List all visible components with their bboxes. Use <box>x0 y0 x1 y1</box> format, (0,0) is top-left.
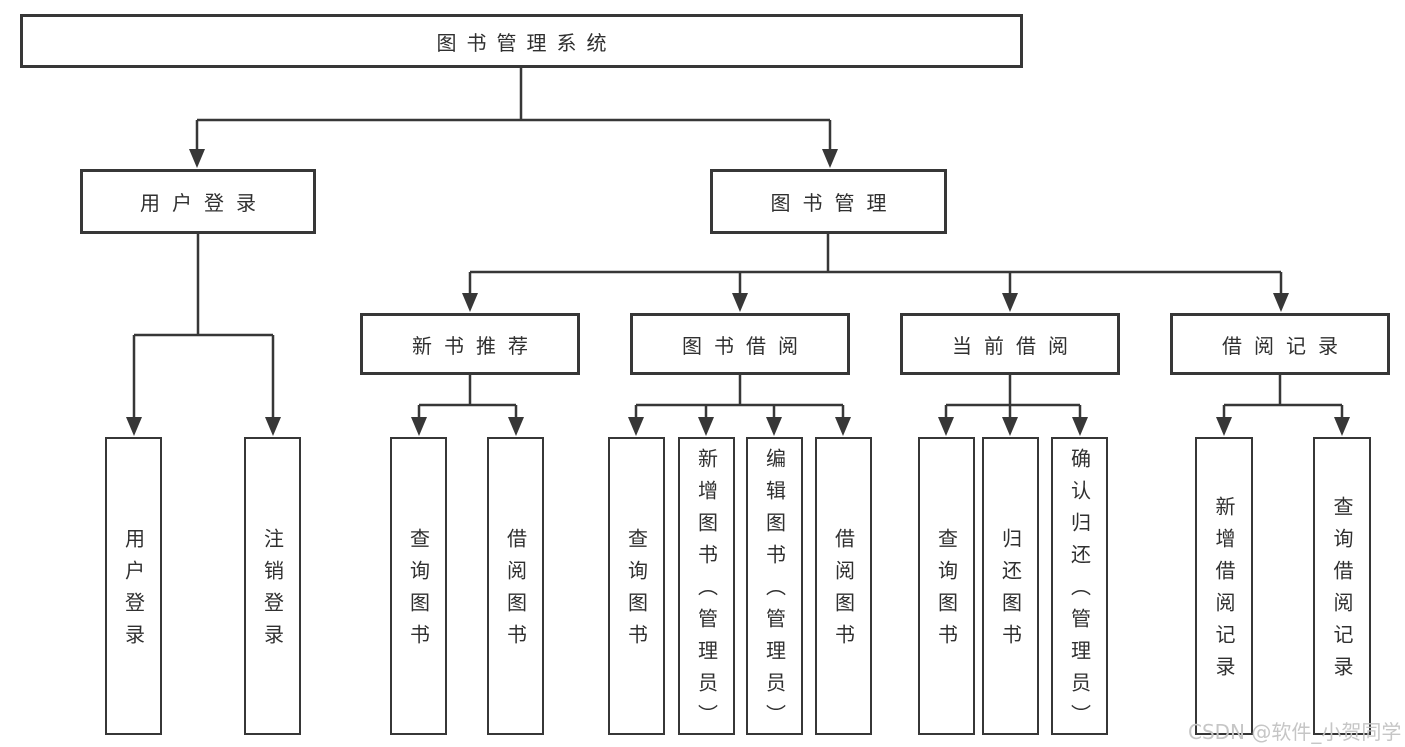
leaf-logout: 注销登录 <box>244 437 301 735</box>
node-book-management-label: 图书管理 <box>770 191 899 215</box>
csdn-watermark: CSDN @软件_小贺同学 <box>1188 720 1402 744</box>
node-borrow-record: 借阅记录 <box>1170 313 1390 375</box>
leaf-edit-book-admin-label: 编辑图书（管理员） <box>762 448 787 736</box>
leaf-logout-label: 注销登录 <box>260 528 285 656</box>
leaf-query-borrow-record-label: 查询借阅记录 <box>1330 496 1354 688</box>
leaf-user-login: 用户登录 <box>105 437 162 735</box>
leaf-query-book-2: 查询图书 <box>608 437 665 735</box>
leaf-query-book-3-label: 查询图书 <box>934 528 959 656</box>
node-new-book-recommend: 新书推荐 <box>360 313 580 375</box>
leaf-borrow-book-2: 借阅图书 <box>815 437 872 735</box>
leaf-query-book-2-label: 查询图书 <box>624 528 649 656</box>
node-borrow-record-label: 借阅记录 <box>1222 333 1350 358</box>
leaf-query-book-3: 查询图书 <box>918 437 975 735</box>
leaf-edit-book-admin: 编辑图书（管理员） <box>746 437 803 736</box>
leaf-return-book: 归还图书 <box>982 437 1039 735</box>
node-user-login-label: 用户登录 <box>140 191 268 215</box>
node-book-borrow-label: 图书借阅 <box>682 333 810 358</box>
leaf-add-book-admin: 新增图书（管理员） <box>678 437 735 736</box>
leaf-confirm-return-admin: 确认归还（管理员） <box>1051 437 1108 736</box>
node-current-borrow-label: 当前借阅 <box>952 333 1080 358</box>
node-root-label: 图书管理系统 <box>436 30 617 55</box>
leaf-borrow-book-1: 借阅图书 <box>487 437 544 735</box>
node-book-borrow: 图书借阅 <box>630 313 850 375</box>
leaf-borrow-book-1-label: 借阅图书 <box>503 528 528 656</box>
leaf-add-book-admin-label: 新增图书（管理员） <box>694 448 719 736</box>
node-root-system: 图书管理系统 <box>20 14 1023 68</box>
node-user-login: 用户登录 <box>80 169 316 234</box>
leaf-query-book-1-label: 查询图书 <box>406 528 431 656</box>
node-new-book-recommend-label: 新书推荐 <box>412 333 540 358</box>
leaf-confirm-return-admin-label: 确认归还（管理员） <box>1067 448 1092 736</box>
leaf-query-borrow-record: 查询借阅记录 <box>1313 437 1371 735</box>
leaf-add-borrow-record: 新增借阅记录 <box>1195 437 1253 735</box>
leaf-return-book-label: 归还图书 <box>998 528 1023 656</box>
leaf-user-login-label: 用户登录 <box>121 528 146 656</box>
leaf-borrow-book-2-label: 借阅图书 <box>831 528 856 656</box>
node-book-management: 图书管理 <box>710 169 947 234</box>
node-current-borrow: 当前借阅 <box>900 313 1120 375</box>
leaf-add-borrow-record-label: 新增借阅记录 <box>1212 496 1236 688</box>
leaf-query-book-1: 查询图书 <box>390 437 447 735</box>
